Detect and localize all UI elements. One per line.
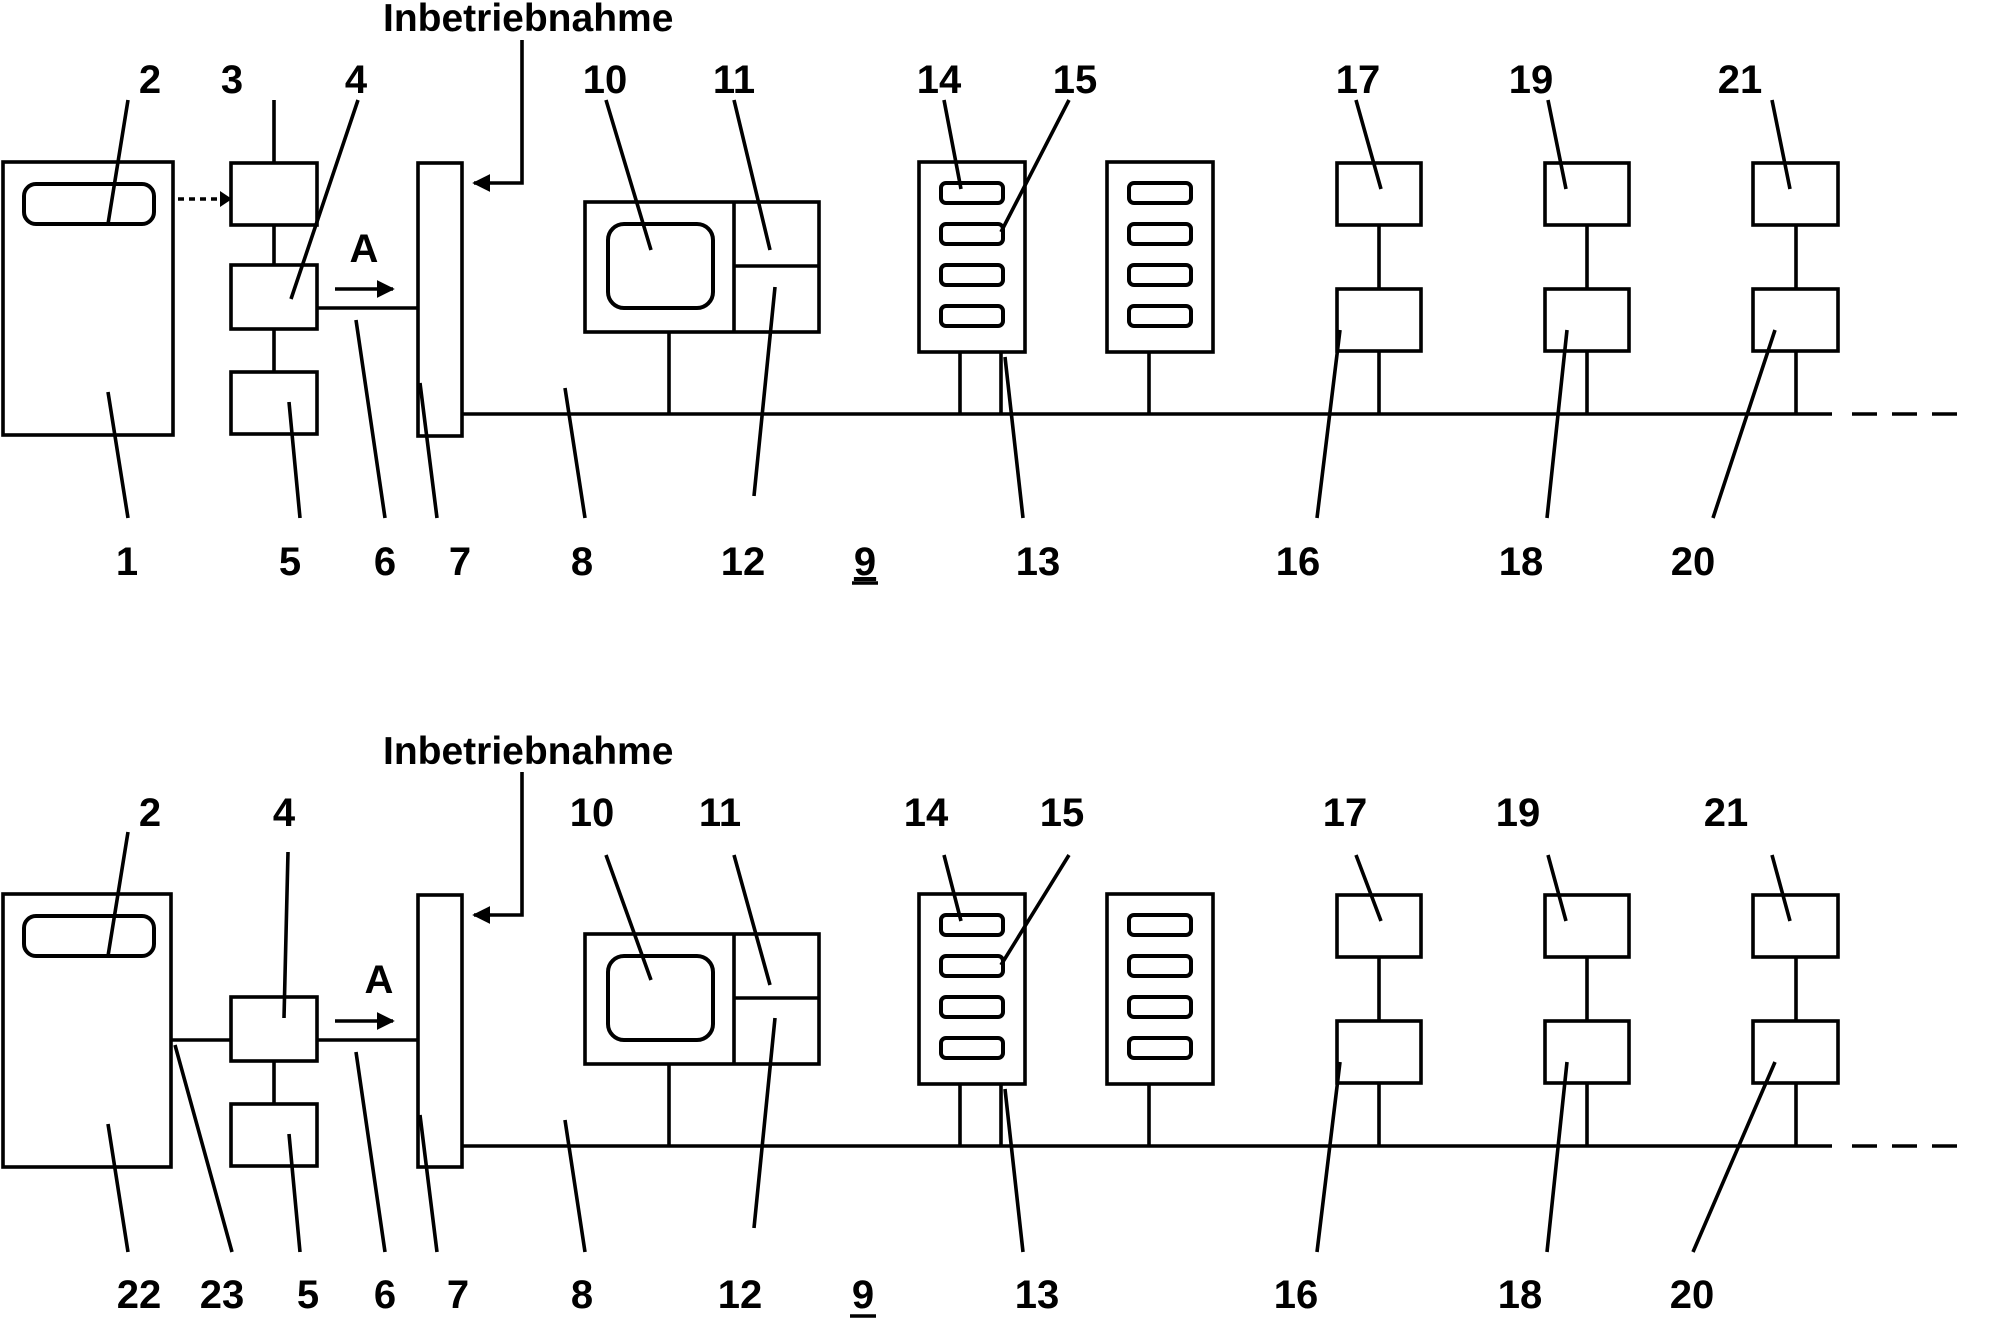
ref-label: 6 — [374, 540, 396, 584]
interface-7 — [418, 163, 462, 436]
labels-above-bottom: 2 4 10 11 14 15 17 19 21 — [139, 791, 1748, 835]
ref-label: 15 — [1053, 58, 1098, 102]
ref-label: 8 — [571, 1273, 593, 1317]
monitor-10 — [608, 224, 713, 308]
rack-2-slot — [1129, 183, 1191, 203]
monitor-10 — [608, 956, 713, 1040]
ref-label: 12 — [721, 540, 766, 584]
commissioning-label: Inbetriebnahme — [383, 730, 673, 773]
rack-2-slot — [1129, 306, 1191, 326]
ref-label: 21 — [1718, 58, 1763, 102]
rack-13-drops — [960, 352, 1001, 414]
ref-label: 17 — [1323, 791, 1368, 835]
labels-above-top: 2 3 4 10 11 14 15 17 19 21 — [139, 58, 1762, 102]
node-16 — [1337, 1021, 1421, 1083]
rack-13-slot — [941, 915, 1003, 935]
ref-label: 8 — [571, 540, 593, 584]
ref-label: 10 — [583, 58, 628, 102]
rack-2-slot — [1129, 956, 1191, 976]
ref-label: 2 — [139, 791, 161, 835]
node-18 — [1545, 1021, 1629, 1083]
module-4 — [231, 265, 317, 329]
ref-label: 19 — [1496, 791, 1541, 835]
rack-2-slot — [1129, 224, 1191, 244]
ref-label: 5 — [297, 1273, 319, 1317]
ref-label: 6 — [374, 1273, 396, 1317]
ref-label: 15 — [1040, 791, 1085, 835]
panel-bottom: Inbetriebnahme A 2 4 — [3, 730, 1962, 1317]
ref-label: 16 — [1274, 1273, 1319, 1317]
node-20 — [1753, 289, 1838, 351]
rack-13-drops — [960, 1084, 1001, 1146]
node-21 — [1753, 163, 1838, 225]
ref-label: 1 — [116, 540, 138, 584]
labels-below-top: 1 5 6 7 8 12 9 13 16 18 20 — [116, 540, 1715, 584]
ref-label: 17 — [1336, 58, 1381, 102]
rack-13-slot — [941, 956, 1003, 976]
node-19 — [1545, 163, 1629, 225]
ref-label: 18 — [1499, 540, 1544, 584]
ref-label: 11 — [713, 58, 755, 102]
module-5 — [231, 1104, 317, 1166]
rack-2-slot — [1129, 915, 1191, 935]
commissioning-arrow — [474, 40, 522, 183]
node-16 — [1337, 289, 1421, 351]
device-display-2 — [24, 916, 154, 956]
ref-label: 21 — [1704, 791, 1749, 835]
ref-label: 18 — [1498, 1273, 1543, 1317]
ref-label: 13 — [1016, 540, 1061, 584]
ref-label: 3 — [221, 58, 243, 102]
ref-label: 14 — [904, 791, 949, 835]
node-17 — [1337, 163, 1421, 225]
rack-13-slot — [941, 306, 1003, 326]
node-19 — [1545, 895, 1629, 957]
ref-label: 20 — [1671, 540, 1716, 584]
rack-13-slot — [941, 265, 1003, 285]
ref-label: 19 — [1509, 58, 1554, 102]
interface-7 — [418, 895, 462, 1167]
node-20 — [1753, 1021, 1838, 1083]
module-3 — [231, 163, 317, 225]
ref-label: 4 — [345, 58, 368, 102]
rack-2-slot — [1129, 1038, 1191, 1058]
rack-13-slot — [941, 183, 1003, 203]
ref-label: 10 — [570, 791, 615, 835]
ref-label: 7 — [447, 1273, 469, 1317]
labels-below-bottom: 22 23 5 6 7 8 12 9 13 16 18 20 — [117, 1273, 1715, 1317]
commissioning-arrow — [474, 772, 522, 915]
ref-label: 13 — [1015, 1273, 1060, 1317]
module-5 — [231, 372, 317, 434]
system-label-9: 9 — [852, 1273, 874, 1317]
rack-2-slot — [1129, 265, 1191, 285]
panel-top: Inbetriebnahme A 2 — [3, 0, 1962, 584]
rack-13-slot — [941, 224, 1003, 244]
ref-label: 11 — [699, 791, 741, 835]
ref-label: 16 — [1276, 540, 1321, 584]
rack-13-slot — [941, 997, 1003, 1017]
commissioning-label: Inbetriebnahme — [383, 0, 673, 40]
arrow-label-a: A — [365, 958, 394, 1002]
rack-2-slot — [1129, 997, 1191, 1017]
node-18 — [1545, 289, 1629, 351]
module-4 — [231, 997, 317, 1061]
device-display-2 — [24, 184, 154, 224]
ref-label: 20 — [1670, 1273, 1715, 1317]
ref-label: 22 — [117, 1273, 162, 1317]
ref-label: 4 — [273, 791, 296, 835]
rack-13-slot — [941, 1038, 1003, 1058]
ref-label: 5 — [279, 540, 301, 584]
node-21 — [1753, 895, 1838, 957]
ref-label: 14 — [917, 58, 962, 102]
ref-label: 7 — [449, 540, 471, 584]
system-label-9: 9 — [854, 540, 876, 584]
node-17 — [1337, 895, 1421, 957]
arrow-label-a: A — [350, 227, 379, 271]
ref-label: 2 — [139, 58, 161, 102]
ref-label: 23 — [200, 1273, 245, 1317]
ref-label: 12 — [718, 1273, 763, 1317]
